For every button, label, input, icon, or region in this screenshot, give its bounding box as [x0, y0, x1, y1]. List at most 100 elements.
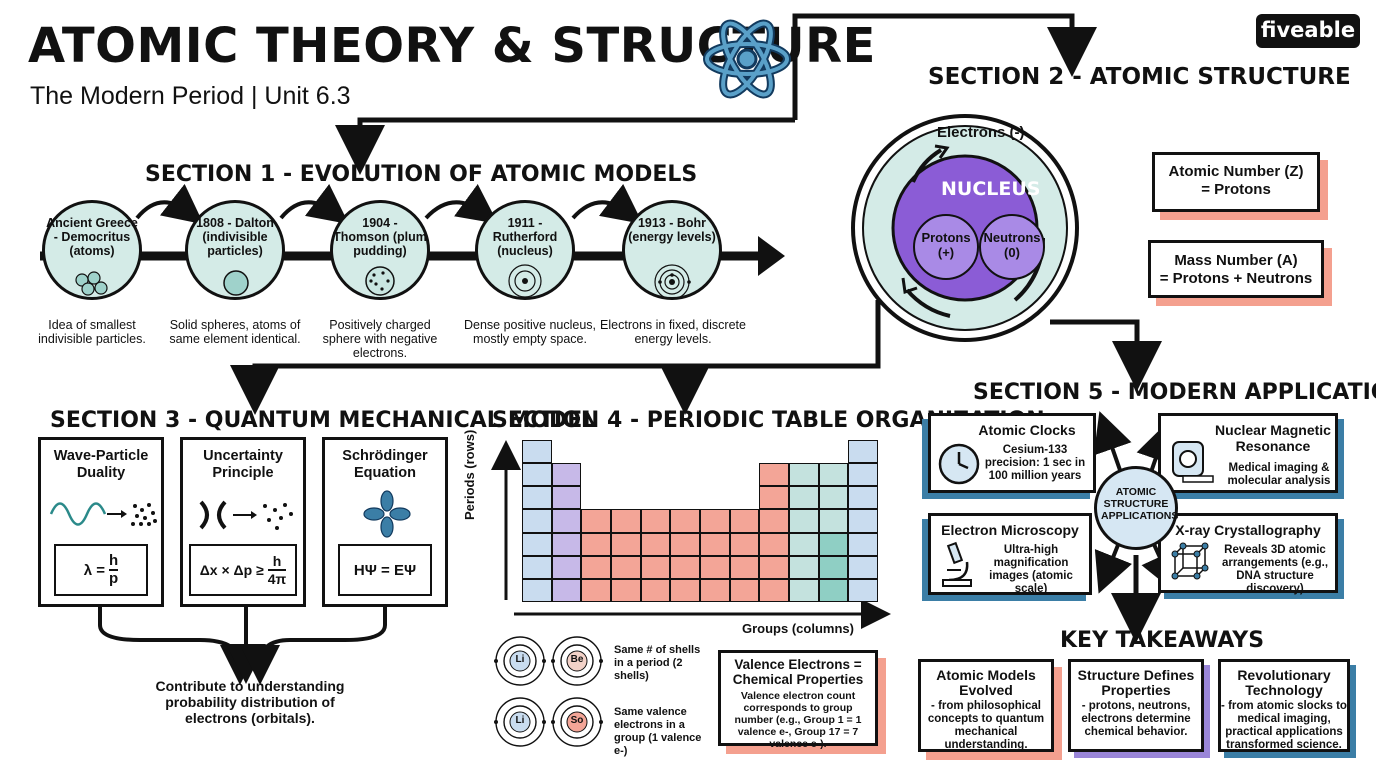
periods-axis-label: Periods (rows): [462, 429, 477, 520]
card-uncertainty-title: Uncertainty Principle: [203, 448, 283, 481]
atom-icon: [703, 19, 791, 99]
nucleus-model-icon: [508, 264, 542, 298]
periodic-cell: [789, 555, 819, 579]
neutrons-label: Neutrons: [983, 230, 1041, 245]
periodic-cell: [759, 509, 789, 533]
applications-hub-label: ATOMIC STRUCTURE APPLICATIONS: [1101, 486, 1179, 522]
periodic-cell: [581, 578, 611, 602]
formula-wavelength-num: h: [109, 552, 119, 571]
periodic-cell: [670, 555, 700, 579]
atom-be: Be: [570, 654, 584, 665]
periodic-cell: [522, 463, 552, 487]
takeaway-models-title: Atomic Models Evolved: [936, 667, 1036, 698]
arrow-card3-conclusion: [240, 607, 387, 685]
periodic-cell: [700, 555, 730, 579]
periodic-cell: [789, 578, 819, 602]
takeaway-structure: Structure Defines Properties - protons, …: [1068, 659, 1204, 752]
periodic-cell: [789, 486, 819, 510]
section5-title: SECTION 5 - MODERN APPLICATIONS: [973, 380, 1376, 405]
periodic-cell: [848, 486, 878, 510]
timeline-curve-arrow-4: [571, 183, 643, 225]
takeaway-structure-title: Structure Defines Properties: [1077, 667, 1195, 698]
card-schrodinger-title: Schrödinger Equation: [342, 448, 428, 481]
model-democritus-label: Ancient Greece - Democritus (atoms): [46, 216, 138, 258]
app-atomic-clocks: Atomic Clocks Cesium-133 precision: 1 se…: [928, 413, 1096, 493]
model-bohr-label: 1913 - Bohr (energy levels): [628, 216, 716, 244]
app-atomic-clocks-title: Atomic Clocks: [978, 422, 1076, 438]
formula-uncertainty-left: Δx × Δp ≥: [199, 562, 264, 578]
neutrons-charge: (0): [1004, 245, 1020, 260]
periodic-cell: [789, 509, 819, 533]
model-rutherford-desc: Dense positive nucleus, mostly empty spa…: [463, 318, 597, 346]
valence-box: Valence Electrons = Chemical Properties …: [718, 650, 878, 750]
periodic-cell: [759, 578, 789, 602]
card-schrodinger: Schrödinger Equation HΨ = EΨ: [322, 437, 448, 607]
atom-shells-diagram: [494, 636, 603, 747]
takeaway-technology: Revolutionary Technology - from atomic s…: [1218, 659, 1350, 752]
timeline-arrowhead: [758, 236, 785, 276]
periodic-cell: [818, 555, 849, 579]
formula-schrodinger: HΨ = EΨ: [338, 544, 432, 596]
periodic-cell: [611, 578, 641, 602]
periodic-cell: [729, 532, 760, 556]
periodic-cell: [700, 532, 730, 556]
periodic-cell: [640, 578, 671, 602]
arrow-to-section2: [792, 13, 1097, 120]
timeline-curve-arrow-3: [424, 184, 499, 224]
timeline-curve-arrow-1: [135, 183, 204, 225]
app-xray-title: X-ray Crystallography: [1175, 522, 1321, 538]
atom-li-1: Li: [515, 654, 525, 665]
section2-title: SECTION 2 - ATOMIC STRUCTURE: [928, 64, 1351, 90]
protons-label: Protons: [921, 230, 971, 245]
periodic-cell: [759, 555, 789, 579]
uncertainty-blur-icon: [199, 500, 293, 530]
wave-to-particles-icon: [49, 502, 157, 526]
periodic-cell: [581, 509, 611, 533]
periodic-cell: [611, 509, 641, 533]
group-note: Same valence electrons in a group (1 val…: [614, 706, 702, 757]
periodic-cell: [640, 509, 671, 533]
periodic-cell: [640, 532, 671, 556]
periodic-cell: [640, 555, 671, 579]
periodic-cell: [848, 555, 878, 579]
model-democritus: Ancient Greece - Democritus (atoms): [42, 200, 142, 300]
periodic-cell: [611, 555, 641, 579]
periodic-cell: [848, 578, 878, 602]
periodic-cell: [551, 509, 582, 533]
mass-number-line2: = Protons + Neutrons: [1159, 270, 1313, 287]
nucleus-label: NUCLEUS: [941, 178, 1041, 200]
app-nmr-title: Nuclear Magnetic Resonance: [1215, 422, 1331, 454]
microscope-icon: [942, 541, 972, 587]
arrow-to-section1: [335, 117, 795, 175]
periodic-cell: [818, 463, 849, 487]
takeaway-technology-title: Revolutionary Technology: [1237, 667, 1331, 698]
periodic-cell: [759, 532, 789, 556]
applications-hub: ATOMIC STRUCTURE APPLICATIONS: [1094, 466, 1178, 550]
section3-title: SECTION 3 - QUANTUM MECHANICAL MODEL: [50, 408, 597, 433]
periodic-cell: [670, 578, 700, 602]
periodic-table-grid: [522, 440, 878, 602]
takeaway-structure-desc: - protons, neutrons, electrons determine…: [1081, 700, 1191, 738]
periodic-cell: [611, 532, 641, 556]
periodic-cell: [551, 578, 582, 602]
periodic-cell: [551, 555, 582, 579]
formula-schrodinger-text: HΨ = EΨ: [353, 561, 417, 579]
periodic-cell: [759, 463, 789, 487]
periodic-cell: [848, 440, 878, 464]
model-bohr-desc: Electrons in fixed, discrete energy leve…: [600, 318, 746, 346]
periodic-cell: [670, 532, 700, 556]
periodic-cell: [522, 440, 552, 464]
periodic-cell: [581, 555, 611, 579]
periodic-cell: [759, 486, 789, 510]
app-nmr: Nuclear Magnetic Resonance Medical imagi…: [1158, 413, 1338, 493]
model-thomson-label: 1904 - Thomson (plum pudding): [333, 216, 427, 258]
model-rutherford-label: 1911 - Rutherford (nucleus): [492, 216, 558, 258]
periodic-cell: [848, 532, 878, 556]
particles-icon: [75, 271, 108, 296]
